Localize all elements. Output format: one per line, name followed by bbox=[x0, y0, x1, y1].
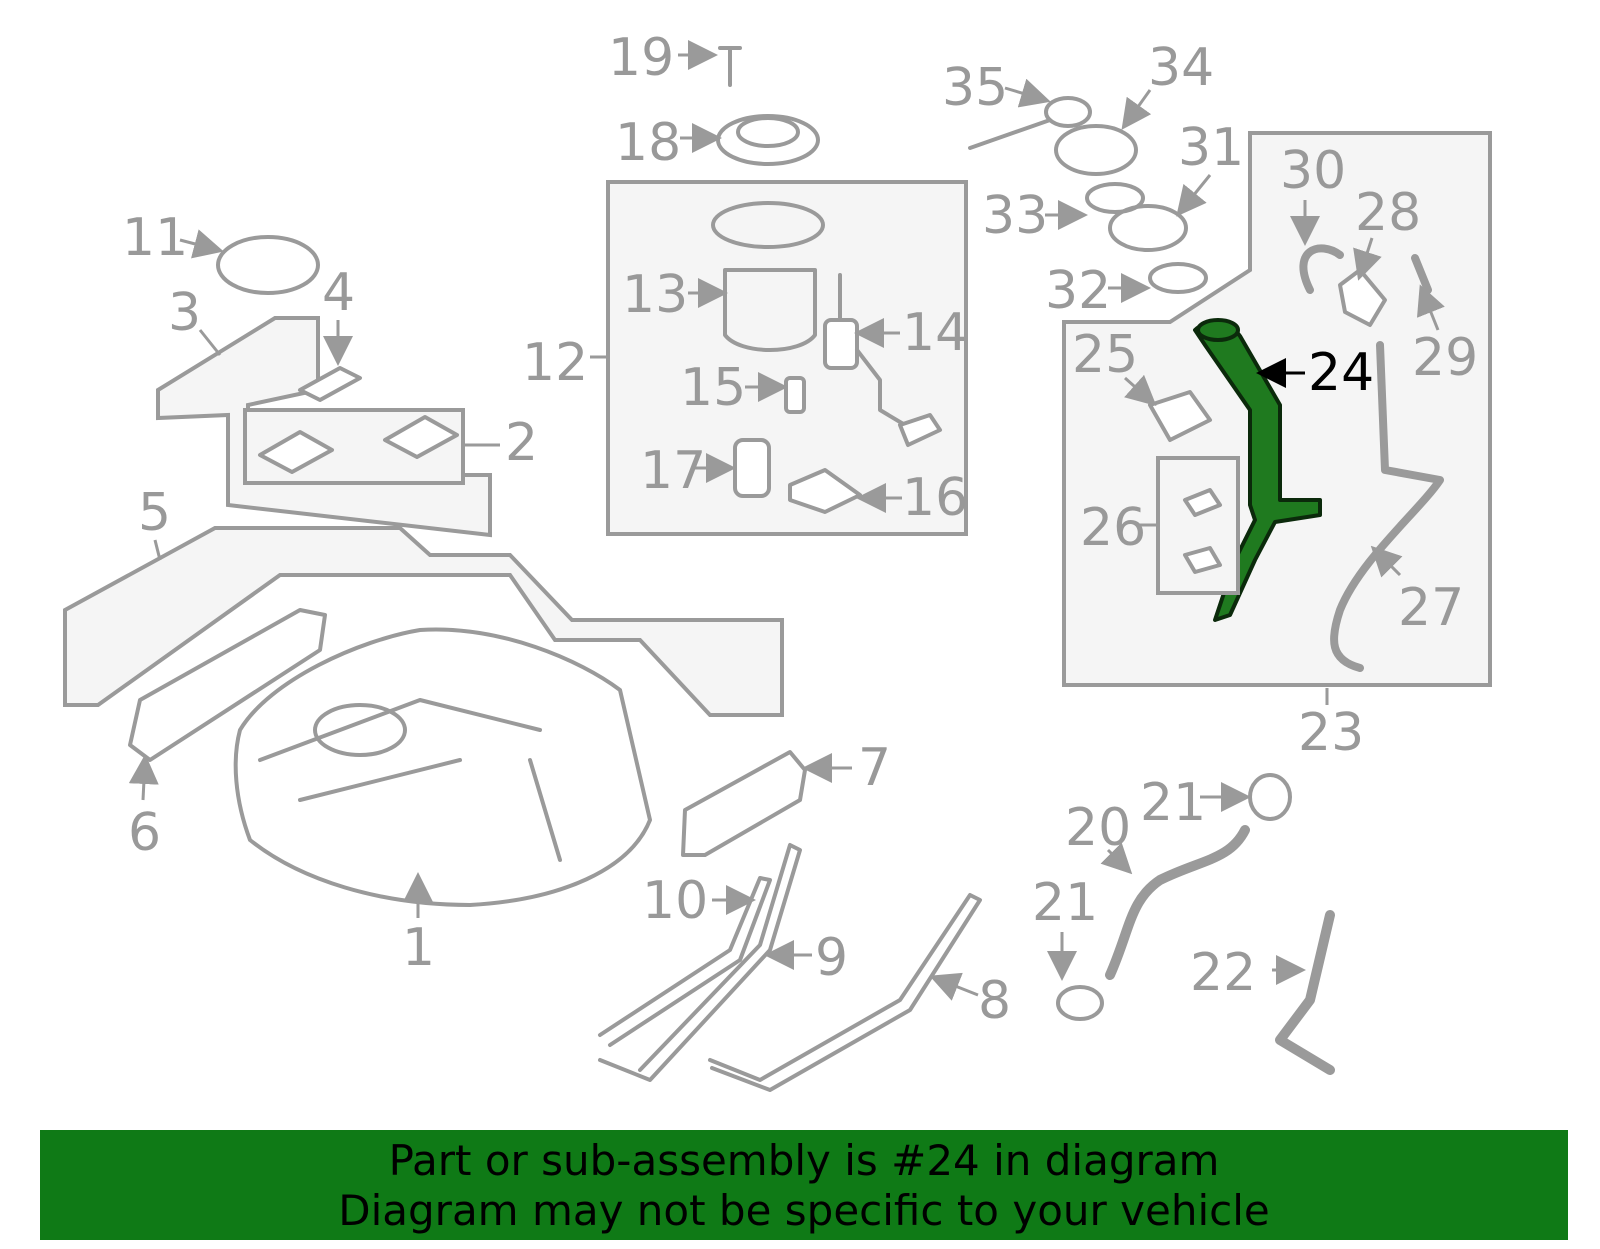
cap-tether-35 bbox=[968, 118, 1052, 150]
callout-5: 5 bbox=[138, 483, 171, 543]
housing-34 bbox=[1054, 124, 1138, 176]
leader-29 bbox=[1416, 284, 1445, 331]
callout-31: 31 bbox=[1178, 118, 1244, 178]
callout-20: 20 bbox=[1065, 798, 1131, 858]
callout-17: 17 bbox=[640, 441, 706, 501]
sender-wire bbox=[838, 273, 907, 427]
pump-body bbox=[723, 268, 817, 352]
gasket-18-inner bbox=[736, 116, 800, 148]
leader-34 bbox=[1121, 89, 1152, 130]
leader-3 bbox=[198, 329, 222, 356]
filler-neck-cap bbox=[1196, 318, 1240, 342]
callout-16: 16 bbox=[902, 468, 968, 528]
group-box-12 bbox=[606, 180, 968, 536]
callout-26: 26 bbox=[1080, 498, 1146, 558]
clip-26b bbox=[1183, 546, 1222, 574]
callout-11: 11 bbox=[122, 208, 188, 268]
callout-27: 27 bbox=[1398, 578, 1464, 638]
bracket-25 bbox=[1148, 390, 1212, 442]
callout-22: 22 bbox=[1190, 943, 1256, 1003]
tank-ribs bbox=[258, 698, 562, 862]
callout-18: 18 bbox=[615, 113, 681, 173]
vent-hose-27 bbox=[1330, 341, 1444, 672]
disclaimer-banner: Part or sub-assembly is #24 in diagram D… bbox=[40, 1130, 1568, 1240]
callout-21-bottom: 21 bbox=[1032, 873, 1098, 933]
callout-8: 8 bbox=[978, 971, 1011, 1031]
lock-ring-11 bbox=[216, 235, 320, 295]
callout-13: 13 bbox=[622, 265, 688, 325]
callout-1: 1 bbox=[402, 918, 435, 978]
leader-31 bbox=[1176, 174, 1212, 217]
leader-11 bbox=[179, 229, 224, 259]
banner-line-1: Part or sub-assembly is #24 in diagram bbox=[388, 1136, 1220, 1185]
filter-17 bbox=[733, 438, 771, 498]
leader-20 bbox=[1100, 842, 1133, 875]
callout-32: 32 bbox=[1045, 261, 1111, 321]
callout-34: 34 bbox=[1148, 38, 1214, 98]
ring-33 bbox=[1085, 182, 1145, 214]
callout-15: 15 bbox=[680, 358, 746, 418]
callout-21-top: 21 bbox=[1140, 773, 1206, 833]
leader-8 bbox=[929, 972, 979, 1001]
bolt-19 bbox=[718, 46, 742, 87]
leader-5 bbox=[153, 539, 162, 561]
pump-flange bbox=[711, 201, 825, 249]
callout-3: 3 bbox=[168, 283, 201, 343]
ring-32 bbox=[1148, 262, 1208, 294]
strap-8 bbox=[708, 893, 982, 1092]
clamp-21-top bbox=[1248, 773, 1292, 821]
callout-33: 33 bbox=[982, 186, 1048, 246]
callout-12: 12 bbox=[522, 333, 588, 393]
callout-25: 25 bbox=[1072, 325, 1138, 385]
callout-14: 14 bbox=[902, 303, 968, 363]
pad-4 bbox=[298, 366, 362, 402]
regulator-16 bbox=[788, 468, 862, 514]
leader-6 bbox=[128, 754, 159, 801]
heat-shield-7 bbox=[681, 750, 807, 857]
connector-14 bbox=[898, 413, 942, 447]
callout-23: 23 bbox=[1298, 703, 1364, 763]
callout-19: 19 bbox=[608, 28, 674, 88]
gasket-18 bbox=[716, 114, 820, 166]
fuel-filter-14 bbox=[823, 318, 859, 370]
pad-2b bbox=[383, 415, 459, 459]
callout-10: 10 bbox=[642, 871, 708, 931]
callout-4: 4 bbox=[322, 263, 355, 323]
callout-2: 2 bbox=[505, 413, 538, 473]
leader-28 bbox=[1353, 237, 1382, 281]
callout-29: 29 bbox=[1412, 328, 1478, 388]
callout-30: 30 bbox=[1280, 141, 1346, 201]
cap-35 bbox=[1044, 96, 1092, 128]
callout-6: 6 bbox=[128, 803, 161, 863]
clip-26a bbox=[1183, 488, 1222, 517]
leader-27 bbox=[1370, 545, 1403, 578]
heat-shield-6 bbox=[128, 608, 327, 762]
valve-15 bbox=[784, 376, 806, 414]
heat-shield-5 bbox=[63, 526, 784, 717]
leader-35 bbox=[1004, 78, 1051, 108]
banner-line-2: Diagram may not be specific to your vehi… bbox=[338, 1186, 1270, 1235]
clamp-21-bottom bbox=[1056, 985, 1104, 1021]
leader-25 bbox=[1124, 374, 1157, 406]
pipe-22 bbox=[1275, 910, 1335, 1075]
callout-7: 7 bbox=[858, 738, 891, 798]
callout-9: 9 bbox=[815, 928, 848, 988]
hose-20 bbox=[1105, 825, 1250, 980]
hose-30 bbox=[1299, 244, 1344, 294]
strap-10 bbox=[598, 876, 772, 1047]
strap-9 bbox=[598, 843, 802, 1082]
pad-2a bbox=[258, 430, 334, 474]
callout-28: 28 bbox=[1355, 183, 1421, 243]
fuel-tank bbox=[233, 627, 652, 907]
callout-24: 24 bbox=[1308, 343, 1374, 403]
tank-opening bbox=[313, 703, 407, 757]
callout-35: 35 bbox=[942, 58, 1008, 118]
seal-31 bbox=[1108, 204, 1188, 252]
